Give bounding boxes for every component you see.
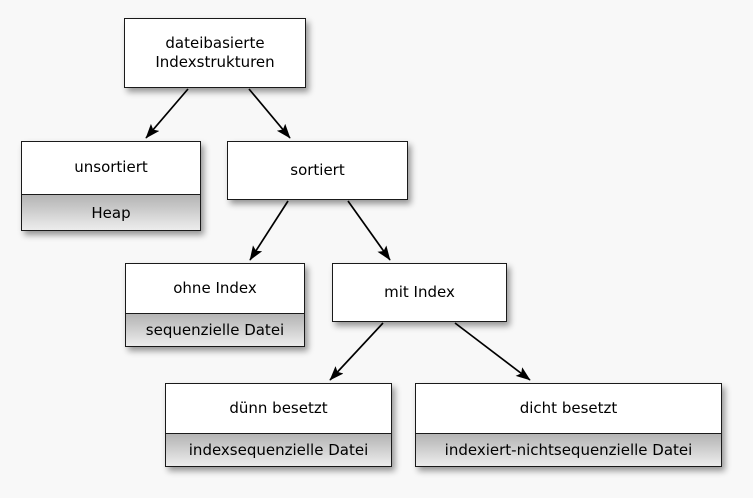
node-sortiert-label: sortiert	[228, 142, 407, 199]
node-duenn-besetzt-sublabel: indexsequenzielle Datei	[166, 434, 391, 466]
node-sortiert[interactable]: sortiert	[227, 141, 408, 200]
node-ohne-index-label: ohne Index	[126, 264, 304, 314]
node-dicht-besetzt-sublabel: indexiert-nichtsequenzielle Datei	[416, 434, 721, 466]
edge-root-to-sortiert	[248, 88, 291, 139]
edge-sortiert-to-mit-index	[347, 200, 391, 261]
node-dicht-besetzt-label: dicht besetzt	[416, 384, 721, 434]
node-duenn-besetzt-label: dünn besetzt	[166, 384, 391, 434]
node-root[interactable]: dateibasierte Indexstrukturen	[124, 18, 306, 88]
node-mit-index-label: mit Index	[333, 264, 506, 321]
edge-mit-index-to-duenn	[329, 322, 384, 381]
node-unsortiert-label: unsortiert	[22, 142, 200, 195]
edge-root-to-unsortiert	[145, 88, 189, 139]
edge-sortiert-to-ohne-index	[249, 200, 289, 261]
node-root-label: dateibasierte Indexstrukturen	[125, 19, 305, 87]
node-unsortiert-sublabel: Heap	[22, 195, 200, 230]
edge-mit-index-to-dicht	[454, 322, 531, 381]
node-mit-index[interactable]: mit Index	[332, 263, 507, 322]
node-ohne-index-sublabel: sequenzielle Datei	[126, 314, 304, 346]
